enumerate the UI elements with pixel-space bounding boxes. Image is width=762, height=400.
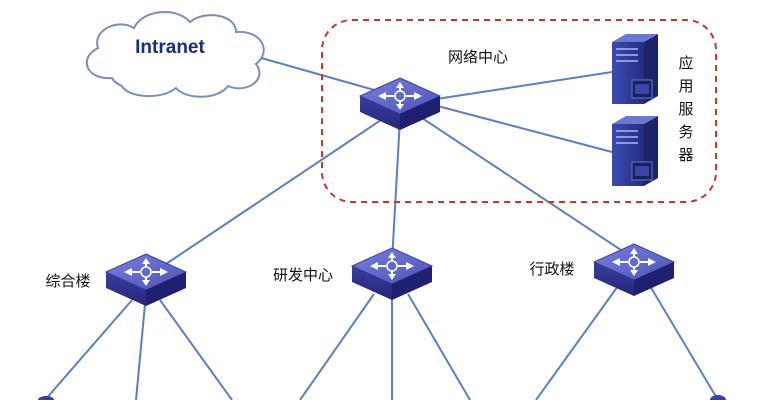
link-cloud-core <box>239 51 393 96</box>
server-label-char-5: 器 <box>678 146 693 164</box>
link-rnd-down-1 <box>299 293 375 400</box>
link-building1-down-2 <box>135 303 146 400</box>
cloud-icon <box>85 10 265 98</box>
server-label-char-1: 应 <box>678 54 693 72</box>
link-core-rnd <box>391 117 401 263</box>
link-building1-down-1 <box>44 299 133 400</box>
switch-icon-building-1 <box>105 253 187 307</box>
link-rnd-down-3 <box>407 293 471 400</box>
server-icon-1 <box>611 33 659 105</box>
building-2-label: 研发中心 <box>273 266 333 284</box>
building-3-label: 行政楼 <box>529 260 574 278</box>
cloud-label: Intranet <box>135 37 205 58</box>
switch-icon-building-3 <box>593 243 675 297</box>
server-label-char-4: 务 <box>678 123 693 141</box>
link-core-admin <box>415 113 631 257</box>
link-core-server-1 <box>429 71 613 101</box>
link-admin-down-1 <box>535 285 619 400</box>
partial-device-left <box>38 396 54 400</box>
link-core-zongheloubuilding <box>159 117 385 269</box>
link-building1-down-3 <box>159 299 233 400</box>
network-links <box>44 51 719 400</box>
building-1-label: 综合楼 <box>45 272 90 290</box>
partial-device-right <box>710 395 726 400</box>
switch-icon-building-2 <box>351 247 433 301</box>
network-center-boundary <box>321 19 717 203</box>
server-label-char-3: 服 <box>678 100 693 118</box>
network-center-label: 网络中心 <box>448 48 508 66</box>
server-group-label: 应 用 服 务 器 <box>678 54 693 164</box>
server-icon-2 <box>611 115 659 187</box>
server-label-char-2: 用 <box>678 77 693 95</box>
link-admin-down-2 <box>649 285 719 400</box>
link-core-server-2 <box>429 103 613 153</box>
